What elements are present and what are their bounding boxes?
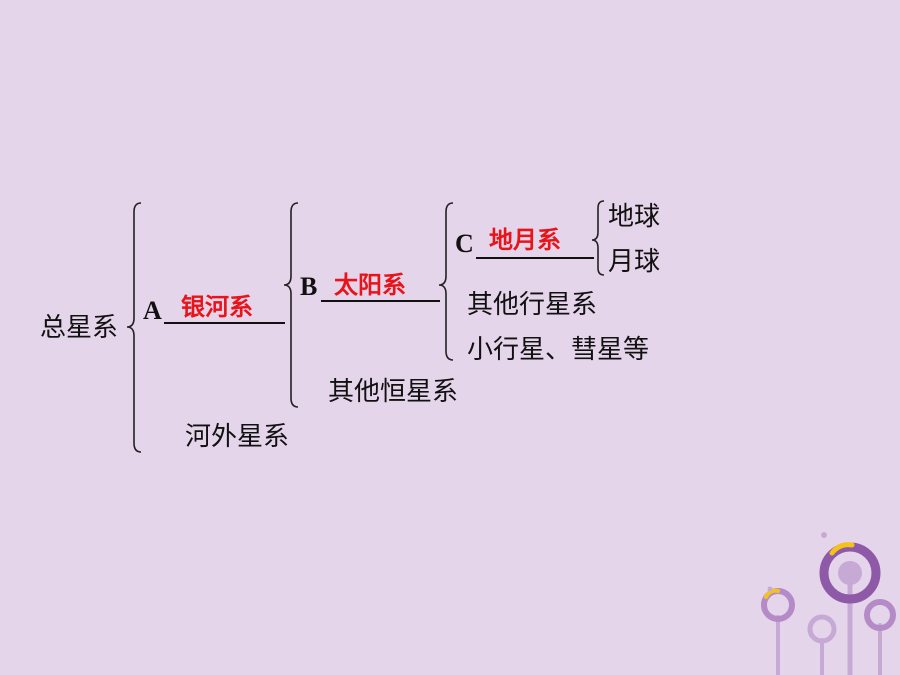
level2-other: 其他恒星系	[328, 377, 459, 407]
level3-other-asteroids: 小行星、彗星等	[467, 335, 650, 365]
level1-answer: 银河系	[181, 293, 253, 321]
level2-letter: B	[300, 272, 318, 301]
decorative-flowers-icon	[761, 532, 896, 675]
level4-moon: 月球	[608, 247, 661, 277]
root-label: 总星系	[40, 313, 119, 343]
level2-blank-line	[321, 300, 440, 302]
brace-level3	[591, 200, 605, 276]
brace-level1	[283, 202, 299, 408]
level2-answer: 太阳系	[334, 271, 406, 299]
level3-blank-line	[476, 257, 594, 259]
level3-letter: C	[455, 229, 474, 258]
level4-earth: 地球	[608, 202, 661, 232]
brace-root	[126, 202, 142, 453]
level3-answer: 地月系	[489, 226, 561, 254]
level1-blank-line	[164, 322, 285, 324]
brace-level2	[438, 202, 454, 361]
level3-other-planets: 其他行星系	[467, 290, 598, 320]
level1-letter: A	[143, 296, 162, 325]
level1-other: 河外星系	[185, 422, 290, 452]
